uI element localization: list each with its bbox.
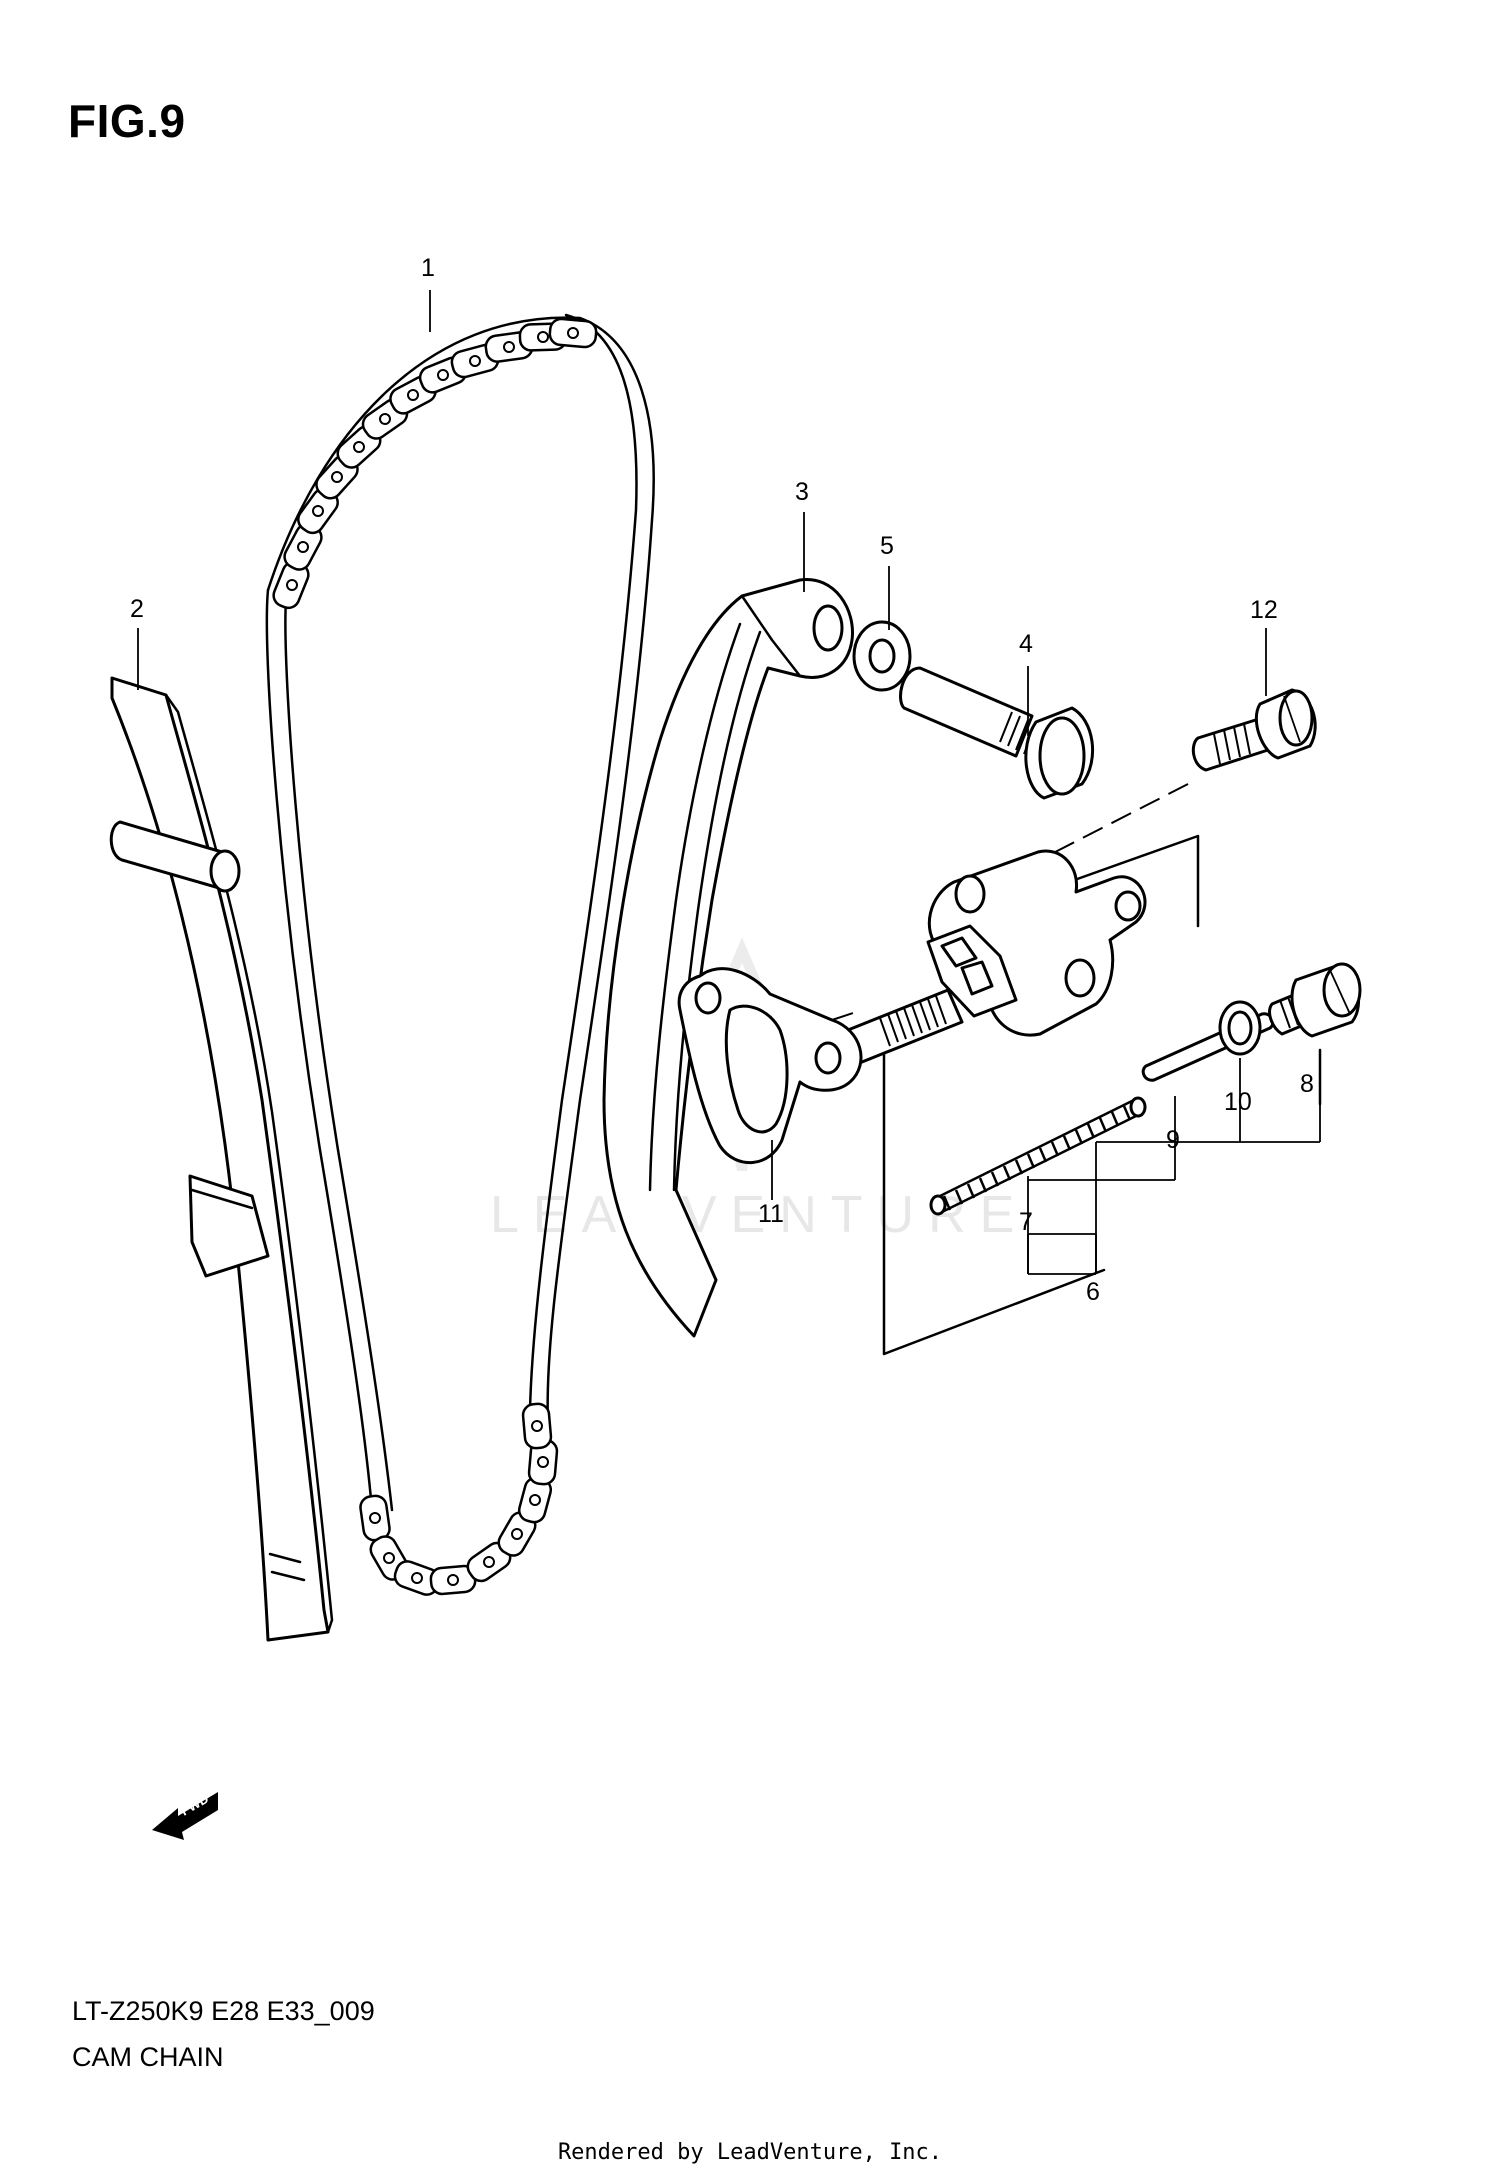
callout-1: 1 — [421, 254, 435, 282]
forward-direction-icon: FWD — [152, 1791, 218, 1840]
callout-10: 10 — [1224, 1088, 1252, 1116]
part-10-o-ring — [1218, 1000, 1262, 1056]
part-7-spring — [929, 1096, 1147, 1216]
part-4-pivot-bolt — [899, 666, 1095, 800]
watermark-text: LEADVENTURE — [490, 1186, 1028, 1244]
callout-6: 6 — [1086, 1278, 1100, 1306]
callout-5: 5 — [880, 532, 894, 560]
callout-2: 2 — [130, 595, 144, 623]
part-3-tensioner-arm — [602, 578, 854, 1338]
callout-4: 4 — [1019, 630, 1033, 658]
part-5-washer — [852, 620, 912, 692]
callout-3: 3 — [795, 478, 809, 506]
section-name: CAM CHAIN — [72, 2042, 224, 2072]
callout-labels: 1 2 3 4 5 6 7 8 9 10 11 12 — [130, 254, 1314, 1306]
callout-12: 12 — [1250, 596, 1278, 624]
part-1-cam-chain — [265, 313, 655, 1596]
part-11-gasket — [677, 967, 863, 1164]
model-code: LT-Z250K9 E28 E33_009 — [72, 1996, 375, 2026]
part-8-cap-bolt — [1268, 962, 1362, 1038]
leader-lines-group-6 — [1028, 1233, 1097, 1274]
render-credit: Rendered by LeadVenture, Inc. — [557, 2140, 943, 2165]
callout-11: 11 — [758, 1200, 784, 1228]
callout-8: 8 — [1300, 1070, 1314, 1098]
part-2-chain-guide — [109, 676, 334, 1642]
part-6-group-bracket — [882, 834, 1322, 1356]
assembly-line-11 — [831, 1009, 863, 1021]
part-6-tensioner-adjuster — [822, 849, 1147, 1080]
callout-9: 9 — [1166, 1126, 1180, 1154]
part-12-bolt — [1191, 688, 1317, 772]
callout-7: 7 — [1019, 1208, 1033, 1236]
figure-title: FIG.9 — [68, 95, 186, 147]
